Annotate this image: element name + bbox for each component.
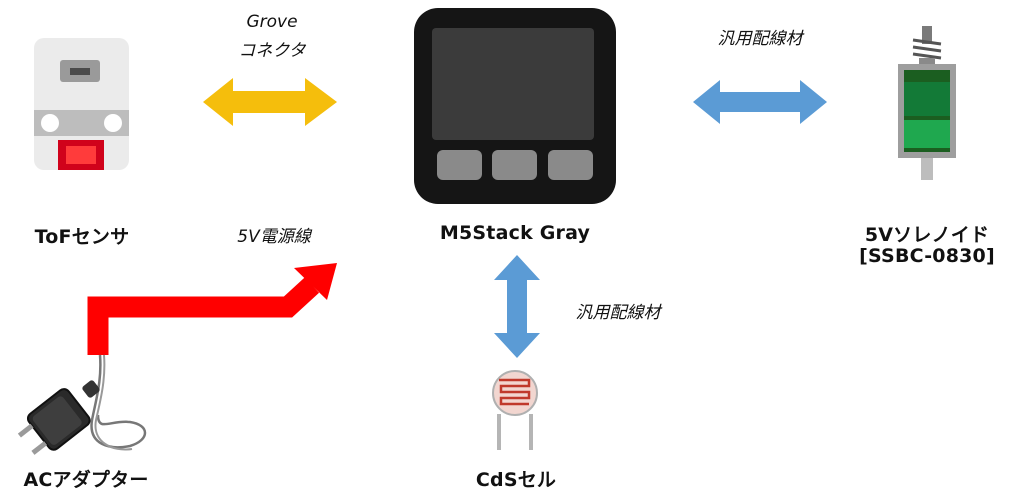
solenoid-label-line2: [SSBC-0830] bbox=[859, 245, 995, 267]
tof-sensor-label: ToFセンサ bbox=[34, 226, 130, 248]
cds-cell-icon bbox=[492, 370, 538, 450]
solenoid-icon bbox=[898, 26, 956, 180]
solenoid-label-line1: 5Vソレノイド bbox=[864, 224, 990, 246]
m5stack-device-icon bbox=[414, 8, 616, 204]
grove-connector-label-line1: Grove bbox=[246, 12, 298, 32]
wire-arrow-top bbox=[693, 80, 827, 124]
power-arrow bbox=[87, 277, 320, 355]
cds-cell-label: CdSセル bbox=[475, 469, 557, 491]
power-line-label: 5V電源線 bbox=[237, 227, 311, 247]
power-arrow-head bbox=[294, 263, 337, 300]
grove-arrow bbox=[203, 78, 337, 126]
ac-adapter-icon bbox=[17, 354, 147, 455]
ac-adapter-label: ACアダプター bbox=[23, 469, 149, 491]
m5stack-label: M5Stack Gray bbox=[439, 222, 591, 244]
grove-connector-label-line2: コネクタ bbox=[238, 41, 306, 61]
wire-label-top: 汎用配線材 bbox=[717, 29, 803, 49]
tof-sensor-icon bbox=[34, 38, 129, 170]
wire-label-bottom: 汎用配線材 bbox=[575, 303, 661, 323]
wire-arrow-bottom bbox=[494, 255, 540, 358]
